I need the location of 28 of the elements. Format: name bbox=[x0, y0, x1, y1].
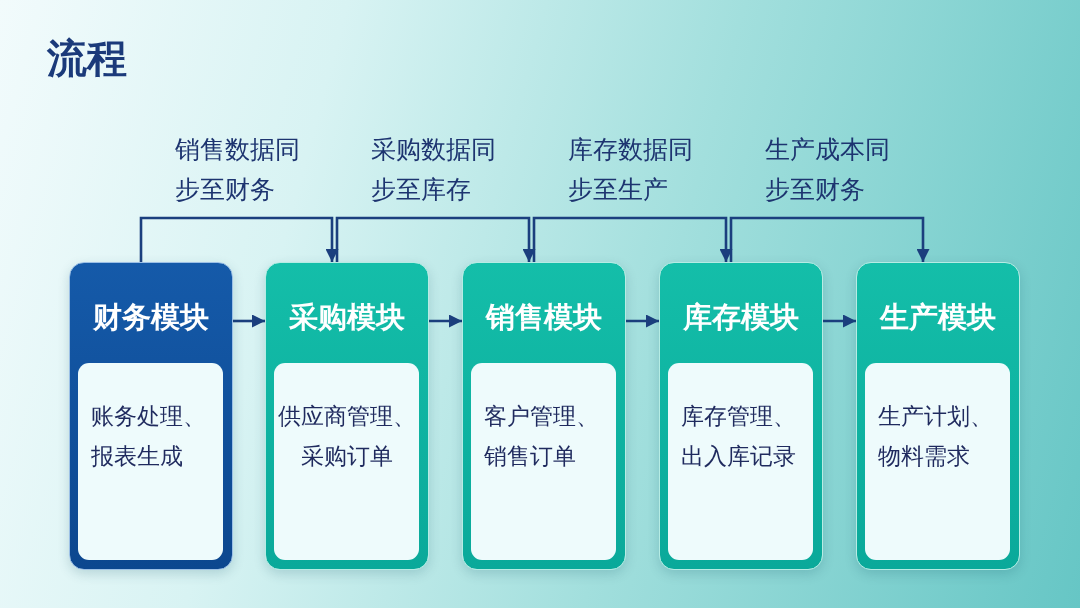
arrow bbox=[729, 216, 930, 262]
card-heading: 库存模块 bbox=[683, 299, 799, 335]
description-text: 库存管理、出入库记录 bbox=[680, 402, 797, 471]
arrow bbox=[429, 314, 462, 328]
title: 流程 bbox=[47, 34, 127, 83]
module-card bbox=[462, 262, 626, 570]
description-text: 生产计划、物料需求 bbox=[877, 402, 994, 471]
edge-label: 采购数据同步至库存 bbox=[371, 134, 497, 206]
arrow bbox=[139, 216, 339, 262]
module-card bbox=[265, 262, 429, 570]
edge-label: 销售数据同步至财务 bbox=[175, 134, 301, 206]
arrow bbox=[626, 314, 659, 328]
description-text: 账务处理、报表生成 bbox=[90, 402, 207, 471]
card-heading: 财务模块 bbox=[93, 299, 209, 335]
card-heading: 销售模块 bbox=[486, 299, 602, 335]
module-card bbox=[659, 262, 823, 570]
arrow bbox=[233, 314, 265, 328]
edge-label: 库存数据同步至生产 bbox=[568, 134, 694, 206]
description-text: 客户管理、销售订单 bbox=[483, 402, 600, 471]
module-card bbox=[856, 262, 1020, 570]
description-text: 供应商管理、采购订单 bbox=[276, 402, 417, 471]
edge-label: 生产成本同步至财务 bbox=[765, 134, 891, 206]
arrow bbox=[532, 216, 733, 262]
arrow bbox=[823, 314, 856, 328]
card-heading: 生产模块 bbox=[880, 299, 996, 335]
module-card bbox=[69, 262, 233, 570]
arrow bbox=[335, 216, 536, 262]
card-heading: 采购模块 bbox=[289, 299, 405, 335]
